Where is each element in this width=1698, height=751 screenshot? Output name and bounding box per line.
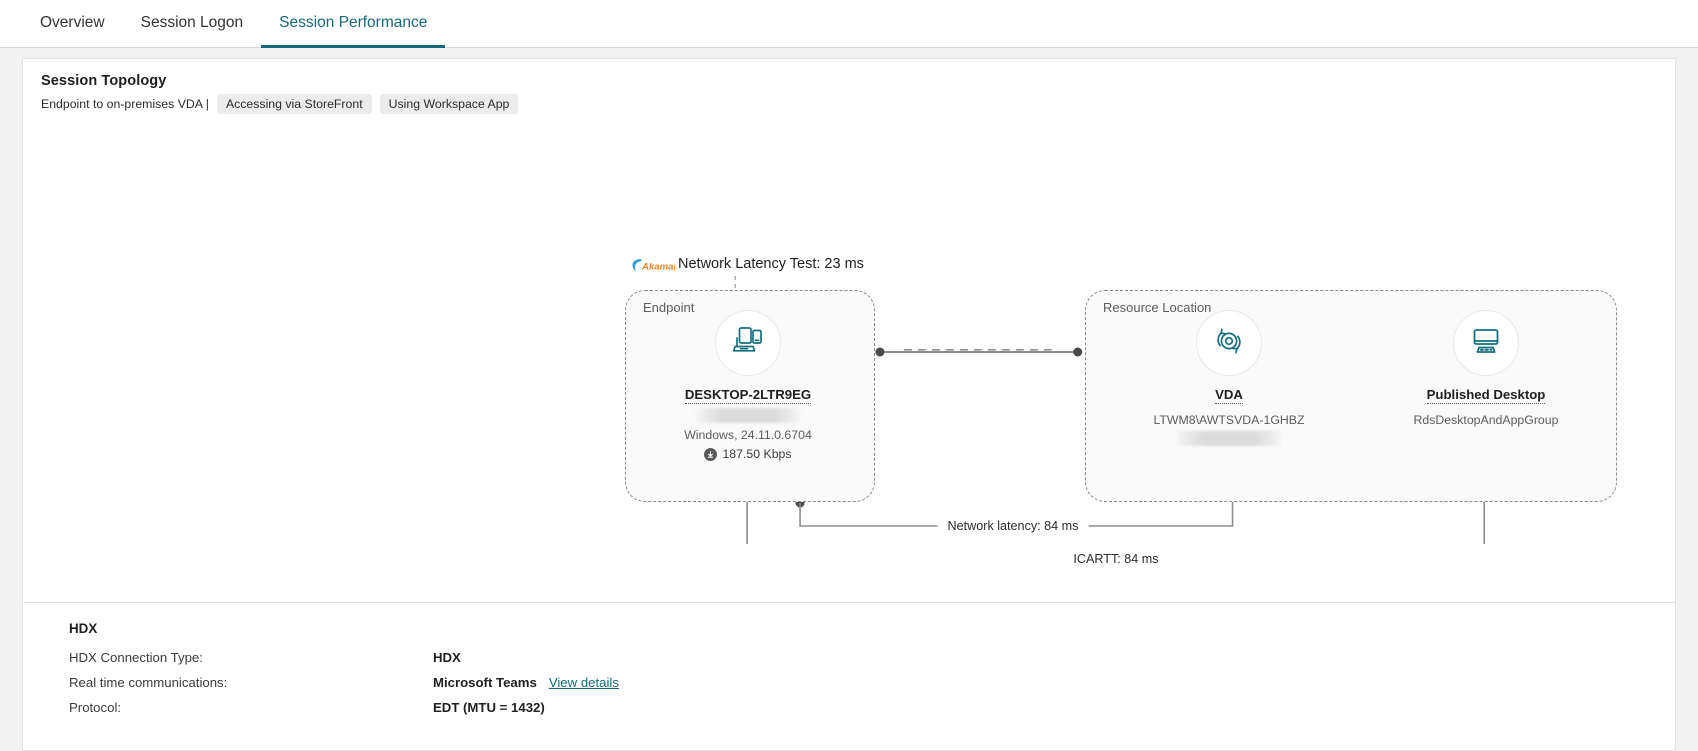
page-body: Session Topology Endpoint to on-premises…: [0, 48, 1698, 751]
hdx-protocol-value: EDT (MTU = 1432): [433, 700, 545, 715]
tab-bar: Overview Session Logon Session Performan…: [0, 0, 1698, 48]
hdx-row-connection-type: HDX Connection Type: HDX: [69, 650, 1675, 665]
hdx-rtc-value-wrap: Microsoft Teams View details: [433, 675, 619, 690]
page-title: Session Topology: [41, 73, 167, 89]
akamai-latency-banner: Akamai Network Latency Test: 23 ms: [631, 256, 864, 272]
published-desktop-name[interactable]: Published Desktop: [1426, 387, 1546, 405]
tab-session-logon-label: Session Logon: [140, 14, 244, 31]
tab-overview[interactable]: Overview: [22, 1, 123, 48]
zone-resource-location-label: Resource Location: [1103, 300, 1212, 316]
tab-session-performance-label: Session Performance: [279, 14, 428, 31]
node-vda[interactable]: VDA LTWM8\AWTSVDA-1GHBZ: [1149, 310, 1309, 447]
hdx-row-protocol: Protocol: EDT (MTU = 1432): [69, 700, 1675, 715]
tab-session-performance[interactable]: Session Performance: [261, 1, 446, 48]
zone-endpoint-label: Endpoint: [643, 300, 695, 316]
endpoint-name[interactable]: DESKTOP-2LTR9EG: [684, 387, 812, 405]
node-endpoint[interactable]: DESKTOP-2LTR9EG Windows, 24.11.0.6704 18…: [668, 310, 828, 461]
published-desktop-group: RdsDesktopAndAppGroup: [1413, 413, 1559, 428]
node-published-desktop[interactable]: Published Desktop RdsDesktopAndAppGroup: [1406, 310, 1566, 427]
hdx-title: HDX: [69, 621, 98, 636]
download-icon: [704, 447, 718, 461]
network-latency-label: Network latency: 84 ms: [937, 519, 1089, 534]
devices-icon: [731, 325, 765, 362]
hdx-panel: HDX HDX Connection Type: HDX Real time c…: [23, 602, 1675, 750]
hdx-rtc-key: Real time communications:: [69, 675, 228, 690]
hdx-protocol-key: Protocol:: [69, 700, 122, 715]
published-desktop-icon-circle: [1453, 310, 1519, 377]
hdx-connection-type-value-wrap: HDX: [433, 650, 461, 665]
endpoint-bandwidth-row: 187.50 Kbps: [668, 447, 828, 461]
endpoint-redacted-field: [696, 408, 800, 424]
hdx-protocol-value-wrap: EDT (MTU = 1432): [433, 700, 545, 715]
session-performance-card: Session Topology Endpoint to on-premises…: [22, 58, 1676, 751]
vda-name[interactable]: VDA: [1215, 387, 1243, 405]
svg-text:Akamai: Akamai: [641, 261, 675, 272]
vda-machine: LTWM8\AWTSVDA-1GHBZ: [1153, 413, 1305, 428]
endpoint-bandwidth: 187.50 Kbps: [722, 447, 792, 462]
endpoint-icon-circle: [715, 310, 781, 377]
topology-subtitle-row: Endpoint to on-premises VDA | Accessing …: [41, 94, 1675, 115]
badge-workspace-app: Using Workspace App: [379, 94, 519, 115]
vda-icon-circle: [1196, 310, 1262, 377]
endpoint-os: Windows, 24.11.0.6704: [684, 428, 812, 443]
tab-session-logon[interactable]: Session Logon: [123, 1, 262, 48]
vda-redacted-field: [1177, 431, 1281, 447]
badge-storefront: Accessing via StoreFront: [216, 94, 372, 115]
topology-header: Session Topology Endpoint to on-premises…: [23, 59, 1675, 115]
vda-refresh-icon: [1212, 325, 1246, 362]
topology-subtitle: Endpoint to on-premises VDA |: [41, 97, 209, 112]
akamai-logo-icon: Akamai: [631, 258, 675, 273]
ica-rtt-label: ICARTT: 84 ms: [1063, 552, 1169, 567]
tab-overview-label: Overview: [40, 14, 105, 31]
hdx-connection-type-value: HDX: [433, 650, 461, 665]
hdx-row-rtc: Real time communications: Microsoft Team…: [69, 675, 1675, 690]
hdx-connection-type-key: HDX Connection Type:: [69, 650, 203, 665]
zone-resource-location: Resource Location: [1085, 290, 1617, 503]
monitor-icon: [1469, 326, 1503, 361]
hdx-rtc-value: Microsoft Teams: [433, 675, 537, 690]
akamai-latency-label: Network Latency Test: 23 ms: [678, 256, 864, 273]
view-details-link[interactable]: View details: [548, 675, 619, 690]
topology-canvas: Akamai Network Latency Test: 23 ms Endpo…: [23, 114, 1675, 567]
